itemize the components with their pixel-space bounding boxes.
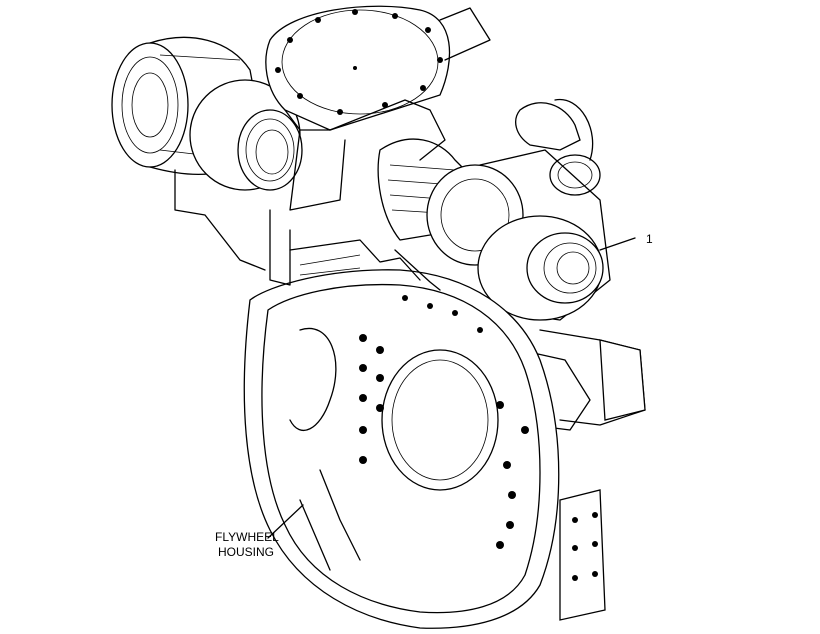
callout-1-leader: [599, 237, 636, 251]
right-turbocharger: [426, 149, 611, 321]
housing-label-line1: FLYWHEEL: [215, 530, 279, 544]
housing-leader: [267, 504, 304, 539]
flywheel-housing: [243, 269, 560, 629]
housing-label-line2: HOUSING: [218, 545, 274, 559]
top-cover-assembly: [265, 5, 491, 211]
left-turbocharger: [111, 36, 303, 271]
mounting-brackets: [269, 209, 441, 291]
callout-1-label: 1: [646, 232, 653, 246]
right-side-block: [519, 99, 646, 621]
